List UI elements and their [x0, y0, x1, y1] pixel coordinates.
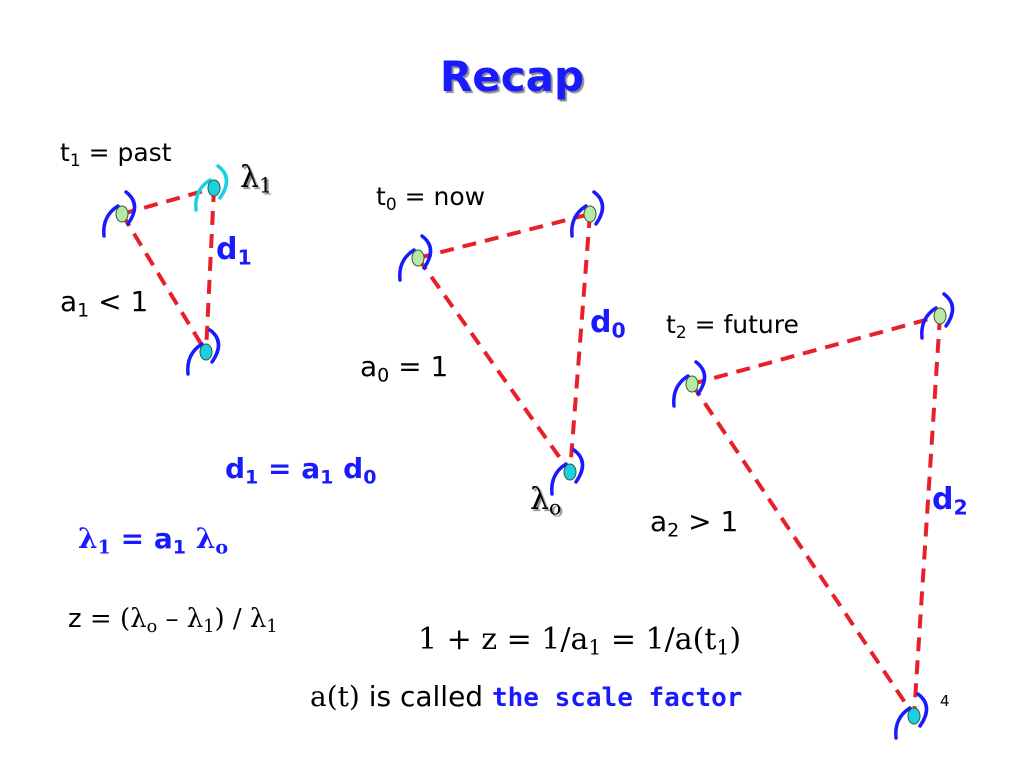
galaxy-icon — [550, 448, 585, 496]
equation-distance: d1 = a1 d0 — [225, 452, 377, 489]
galaxy-icon — [894, 692, 929, 740]
separation-line-now — [417, 212, 591, 260]
galaxy-icon — [186, 328, 221, 376]
separation-line-future — [690, 382, 916, 718]
equation-one-plus-z: 1 + z = 1/a1 = 1/a(t1) — [418, 622, 742, 660]
separation-line-past — [120, 212, 208, 354]
separation-line-future — [691, 314, 941, 386]
scale-factor-term: the scale factor — [491, 683, 743, 713]
distance-d2-label: d2 — [932, 482, 968, 520]
galaxy-icon — [570, 190, 605, 238]
scale-factor-sentence: a(t) is called the scale factor — [310, 680, 743, 713]
distance-d0-label: d0 — [590, 305, 626, 343]
separation-line-future — [912, 315, 942, 717]
time-label-now: t0 = now — [376, 182, 486, 215]
galaxy-icon — [920, 292, 955, 340]
separation-line-now — [416, 256, 572, 474]
lambda-1-label: λ1 — [240, 160, 272, 198]
equation-redshift: z = (λo – λ1) / λ1 — [68, 604, 278, 637]
separation-line-past — [204, 187, 216, 353]
slide-title: Recap — [439, 52, 585, 101]
scale-a0-label: a0 = 1 — [360, 350, 449, 387]
galaxy-icon — [194, 164, 229, 212]
distance-d1-label: d1 — [216, 232, 252, 270]
scale-a2-label: a2 > 1 — [650, 505, 739, 542]
lambda-o-label: λo — [530, 482, 562, 520]
page-number: 4 — [940, 692, 950, 710]
separation-line-now — [568, 213, 592, 473]
galaxy-icon — [672, 360, 707, 408]
scale-a1-label: a1 < 1 — [60, 285, 149, 322]
galaxy-icon — [102, 190, 137, 238]
time-label-future: t2 = future — [666, 310, 799, 343]
galaxy-icon — [398, 234, 433, 282]
time-label-past: t1 = past — [60, 138, 172, 171]
equation-wavelength: λ1 = a1 λo — [78, 522, 229, 559]
